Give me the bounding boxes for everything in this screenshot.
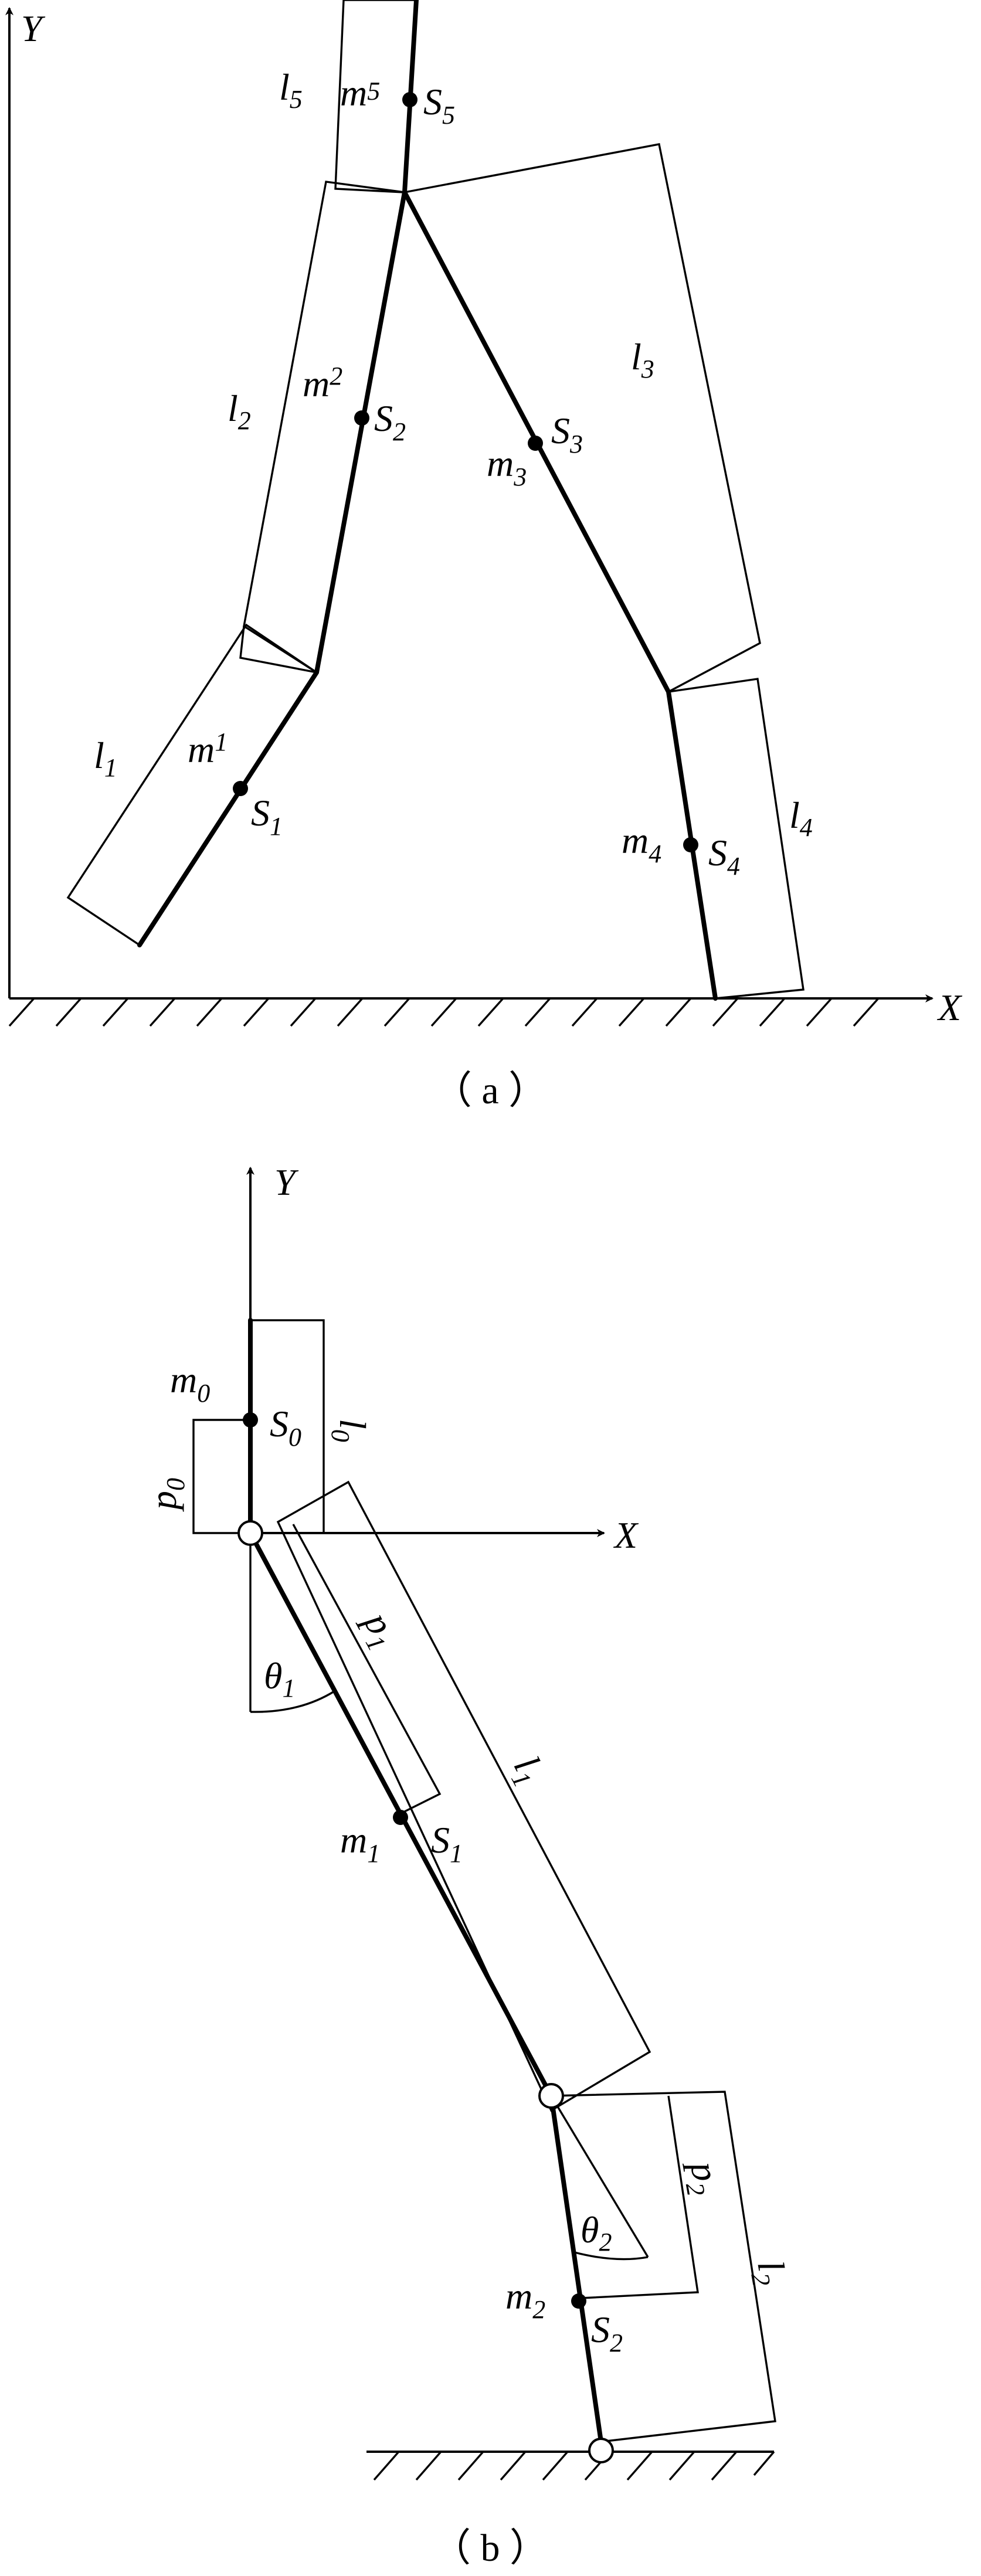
fig-b-p0-label: p0 — [142, 1478, 190, 1512]
fig-a-com-s1 — [233, 781, 248, 796]
fig-a-l5-label: l5 — [279, 66, 303, 114]
fig-b-link0-p0-bracket — [192, 1419, 250, 1534]
fig-b-theta2-arc — [574, 2251, 649, 2261]
fig-b-link2-body — [550, 2091, 776, 2443]
fig-a-link1-body — [66, 623, 318, 947]
fig-a-ground-hatch — [8, 997, 880, 1027]
fig-a-y-label: Y — [21, 8, 46, 49]
fig-b-knee-joint — [538, 2083, 564, 2109]
fig-a-x-label: X — [936, 987, 963, 1028]
fig-b-ankle-joint — [588, 2438, 614, 2463]
fig-b-theta2-label: θ2 — [581, 2209, 612, 2256]
fig-b-l1-label: l1 — [501, 1749, 554, 1792]
fig-a-m5-label: m5 — [340, 72, 380, 114]
fig-a-s5-label: S5 — [423, 81, 455, 130]
fig-a-com-s4 — [683, 837, 698, 852]
fig-a-m1-label: m1 — [188, 728, 228, 770]
fig-b-link2-p2-bracket — [580, 2095, 699, 2299]
fig-a-leg-left-line — [137, 190, 407, 947]
fig-b-com-s2 — [571, 2293, 586, 2309]
fig-b-s2-label: S2 — [591, 2309, 623, 2357]
fig-a-m2-label: m2 — [303, 362, 342, 405]
fig-b-m0-label: m0 — [170, 1359, 210, 1408]
fig-b-theta1-label: θ1 — [264, 1655, 295, 1702]
figure-a: Y X l1 m1 S1 l2 m2 S2 l3 m3 S3 l4 m4 S4 … — [5, 0, 963, 1112]
fig-b-ground-hatch — [373, 2451, 775, 2481]
fig-b-theta2-ref-line — [550, 2095, 649, 2258]
fig-a-m3-label: m3 — [487, 443, 527, 491]
fig-a-s4-label: S4 — [708, 832, 740, 881]
fig-a-s2-label: S2 — [374, 397, 406, 446]
fig-a-m4-label: m4 — [622, 820, 661, 868]
fig-a-l1-label: l1 — [94, 735, 117, 782]
fig-b-y-label: Y — [274, 1161, 299, 1203]
fig-b-x-label: X — [613, 1514, 639, 1556]
fig-b-theta1-arc — [250, 1690, 335, 1713]
fig-b-hip-joint — [237, 1520, 263, 1546]
fig-a-l4-label: l4 — [789, 794, 813, 842]
fig-b-m1-label: m1 — [340, 1819, 380, 1868]
fig-b-link1-body — [276, 1480, 651, 2112]
fig-b-s1-label: S1 — [431, 1819, 463, 1868]
figure-b: Y X — [142, 1161, 792, 2570]
fig-a-com-s2 — [354, 410, 369, 426]
fig-a-link3-body — [403, 143, 761, 694]
fig-a-caption: （ a ） — [433, 1069, 547, 1112]
fig-a-com-s5 — [402, 92, 417, 107]
fig-b-s0-label: S0 — [270, 1403, 301, 1452]
fig-a-l2-label: l2 — [228, 388, 251, 435]
fig-b-p2-label: p2 — [677, 2156, 729, 2198]
fig-b-com-s0 — [243, 1412, 258, 1428]
fig-a-leg-right-line — [402, 190, 718, 1001]
fig-b-link1-p1-bracket — [292, 1524, 442, 1813]
fig-b-p1-label: p1 — [350, 1603, 408, 1656]
fig-a-l3-label: l3 — [631, 336, 654, 383]
fig-b-com-s1 — [393, 1810, 408, 1825]
fig-a-com-s3 — [528, 436, 543, 451]
fig-a-s3-label: S3 — [551, 410, 583, 458]
fig-b-leg-line — [248, 1531, 603, 2444]
fig-b-caption: （ b ） — [432, 2527, 548, 2570]
fig-b-m2-label: m2 — [505, 2275, 545, 2324]
fig-a-link2-corner — [239, 626, 317, 674]
fig-b-l0-label: l0 — [326, 1419, 374, 1442]
fig-a-s1-label: S1 — [251, 792, 283, 841]
